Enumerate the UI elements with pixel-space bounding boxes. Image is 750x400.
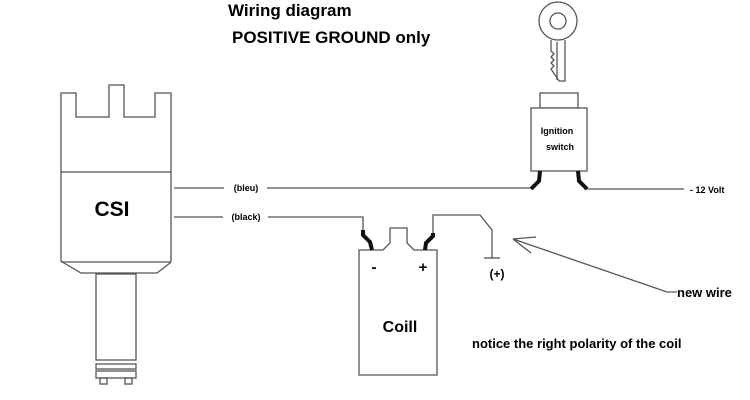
coil-label: Coill [383, 319, 418, 336]
switch-barrel [539, 92, 579, 109]
black-wire: (black) [174, 212, 364, 230]
distributor-ring-2 [95, 370, 137, 379]
csi-distributor: CSI [60, 84, 172, 385]
switch-label-line1: Ignition [541, 126, 574, 136]
ignition-coil: - + Coill [358, 227, 438, 376]
new-wire-arrow [512, 236, 677, 293]
distributor-ring-1 [95, 363, 137, 370]
title-line1: Wiring diagram [228, 1, 352, 20]
ground-label: (+) [490, 267, 505, 281]
new-wire-label: new wire [677, 285, 732, 300]
switch-terminal-left [529, 170, 542, 191]
switch-label-line2: switch [546, 142, 574, 152]
coil-positive-label: + [419, 259, 428, 276]
polarity-notice: notice the right polarity of the coil [472, 336, 681, 351]
coil-terminal-negative [361, 230, 374, 251]
distributor-pin-right [124, 377, 133, 385]
supply-wire: - 12 Volt [587, 185, 724, 195]
blue-wire-label: (bleu) [234, 183, 259, 193]
coil-body [358, 227, 438, 376]
title-line2: POSITIVE GROUND only [232, 28, 431, 47]
distributor-pin-left [99, 377, 108, 385]
switch-terminal-right [576, 170, 589, 191]
distributor-body [60, 84, 172, 274]
new-ground-wire: (+) [432, 214, 505, 281]
supply-label: - 12 Volt [690, 185, 724, 195]
coil-terminal-positive [423, 233, 435, 251]
ignition-switch: Ignition switch [529, 92, 589, 191]
black-wire-label: (black) [231, 212, 260, 222]
distributor-shaft [95, 273, 137, 361]
blue-wire: (bleu) [174, 183, 530, 193]
switch-body [530, 107, 588, 172]
coil-negative-label: - [372, 259, 377, 276]
csi-label: CSI [94, 198, 129, 221]
key-icon [538, 1, 578, 82]
